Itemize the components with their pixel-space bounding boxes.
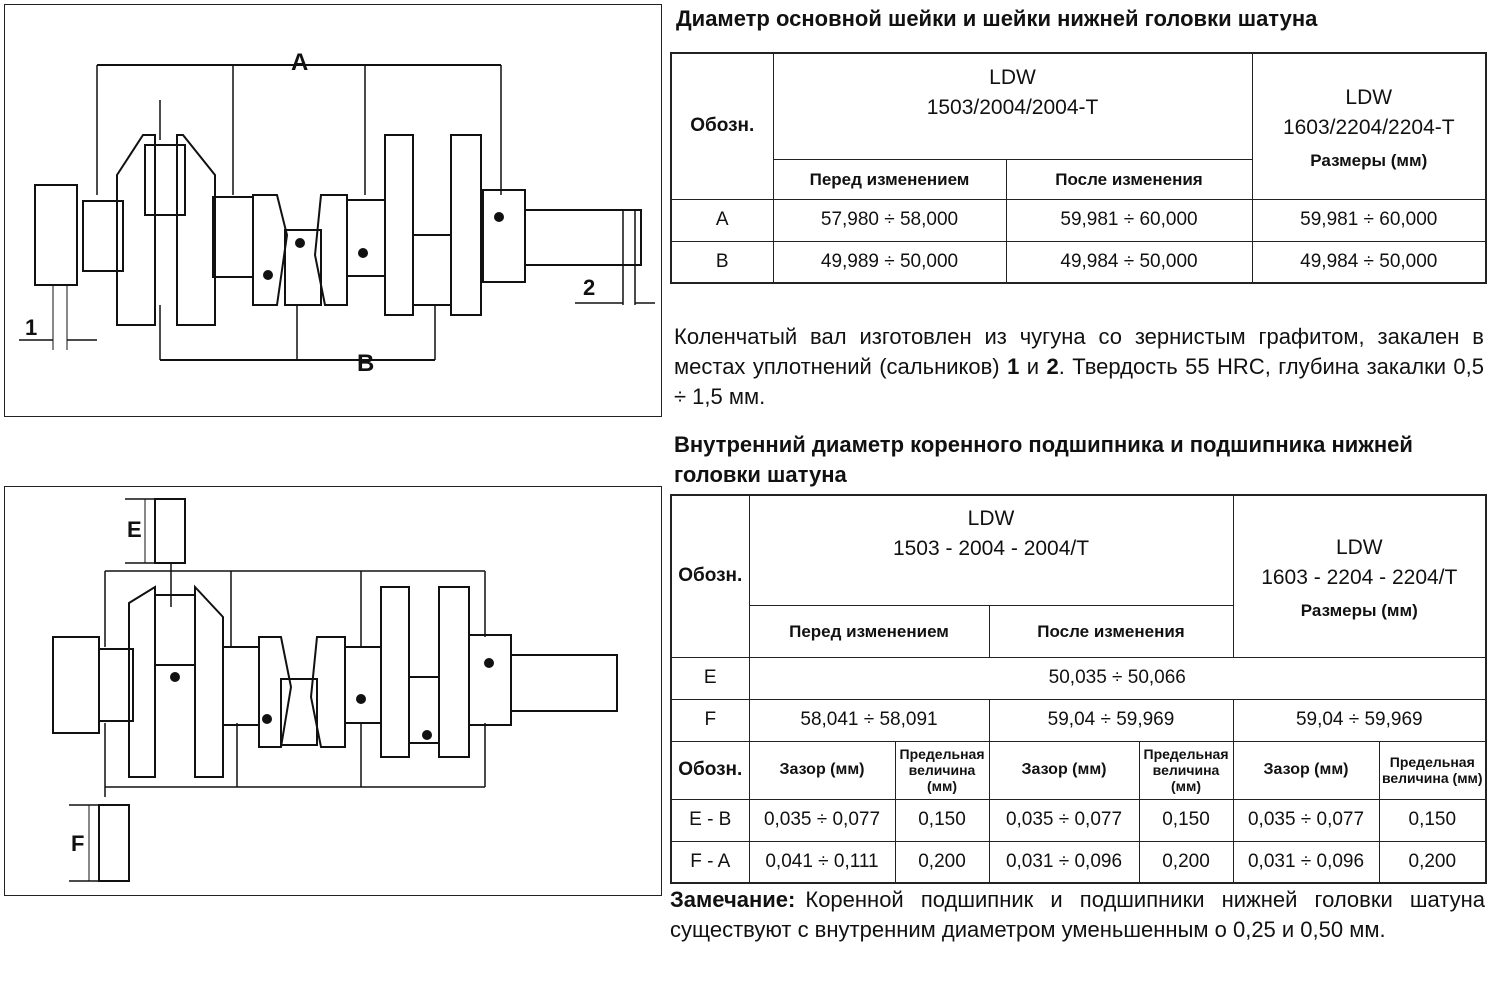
cell-limit: 0,200 — [894, 840, 990, 884]
header-code: Обозн. — [670, 494, 750, 658]
row-code: B — [670, 240, 774, 284]
header-group2-line2: 1603 - 2204 - 2204/T — [1261, 565, 1458, 589]
header-after: После изменения — [1005, 158, 1253, 200]
crankshaft-description: Коленчатый вал изготовлен из чугуна со з… — [674, 322, 1484, 412]
clearance-header-limit: Предельная величина (мм) — [1378, 740, 1487, 800]
cell-gap: 0,035 ÷ 0,077 — [748, 798, 896, 842]
cell-gap: 0,041 ÷ 0,111 — [748, 840, 896, 884]
row-code: E — [670, 656, 750, 700]
header-sizes: Размеры (мм) — [1310, 150, 1428, 170]
header-group1-line1: LDW — [989, 66, 1036, 90]
cell-limit: 0,150 — [1378, 798, 1487, 842]
row-code: A — [670, 198, 774, 242]
header-group1-line2: 1503/2004/2004-T — [926, 96, 1099, 120]
crankshaft-drawing — [19, 64, 655, 361]
cell-value: 50,035 ÷ 50,066 — [748, 656, 1487, 700]
cell-after: 49,984 ÷ 50,000 — [1005, 240, 1253, 284]
dimension-label-a: A — [291, 49, 309, 76]
header-before: Перед изменением — [748, 604, 990, 658]
crankshaft-bearing-drawing — [52, 498, 618, 882]
header-before: Перед изменением — [772, 158, 1007, 200]
cell-gap: 0,035 ÷ 0,077 — [988, 798, 1140, 842]
row-code: F — [670, 698, 750, 742]
table-row: A 57,980 ÷ 58,000 59,981 ÷ 60,000 59,981… — [670, 198, 1487, 242]
header-group1-line2: 1503 - 2004 - 2004/T — [892, 537, 1090, 561]
section1-heading: Диаметр основной шейки и шейки нижней го… — [676, 6, 1318, 31]
header-group2-line1: LDW — [1335, 535, 1383, 559]
header-group1: LDW 1503 - 2004 - 2004/T — [748, 494, 1234, 606]
header-group2: LDW 1603/2204/2204-T Размеры (мм) — [1251, 52, 1487, 200]
header-group2-line1: LDW — [1345, 85, 1393, 109]
cell-limit: 0,200 — [1378, 840, 1487, 884]
header-after: После изменения — [988, 604, 1234, 658]
paragraph-text-2: . Твердость 55 HRC, глубина закалки 0,5 … — [674, 354, 1484, 409]
paragraph-ref-2: 2 — [1046, 354, 1059, 379]
cell-sizes: 49,984 ÷ 50,000 — [1251, 240, 1487, 284]
cell-limit: 0,200 — [1138, 840, 1234, 884]
row-code: F - A — [670, 840, 750, 884]
header-group2: LDW 1603 - 2204 - 2204/T Размеры (мм) — [1232, 494, 1487, 658]
journal-diameter-table: Обозн. LDW 1503/2004/2004-T LDW 1603/220… — [670, 52, 1488, 284]
paragraph-ref-1: 1 — [1007, 354, 1020, 379]
dimension-label-b: B — [357, 350, 375, 377]
header-group1: LDW 1503/2004/2004-T — [772, 52, 1253, 160]
header-sizes: Размеры (мм) — [1300, 600, 1418, 620]
note-label: Замечание: — [670, 887, 796, 912]
cell-before: 58,041 ÷ 58,091 — [748, 698, 990, 742]
clearance-header-limit: Предельная величина (мм) — [894, 740, 990, 800]
cell-after: 59,981 ÷ 60,000 — [1005, 198, 1253, 242]
cell-after: 59,04 ÷ 59,969 — [988, 698, 1234, 742]
cell-limit: 0,150 — [894, 798, 990, 842]
table-row: E 50,035 ÷ 50,066 — [670, 656, 1487, 700]
table-row: B 49,989 ÷ 50,000 49,984 ÷ 50,000 49,984… — [670, 240, 1487, 284]
clearance-header-gap: Зазор (мм) — [1232, 740, 1380, 800]
bearing-label-f: F — [71, 831, 85, 856]
section2-heading: Внутренний диаметр коренного подшипника … — [674, 432, 1413, 487]
crankshaft-diagram-e-f: E F — [4, 486, 662, 896]
cell-sizes: 59,04 ÷ 59,969 — [1232, 698, 1487, 742]
callout-label-2: 2 — [583, 275, 596, 300]
table-row: F 58,041 ÷ 58,091 59,04 ÷ 59,969 59,04 ÷… — [670, 698, 1487, 742]
note: Замечание:Коренной подшипник и подшипник… — [670, 885, 1485, 945]
cell-before: 49,989 ÷ 50,000 — [772, 240, 1007, 284]
cell-gap: 0,031 ÷ 0,096 — [988, 840, 1140, 884]
clearance-header-gap: Зазор (мм) — [748, 740, 896, 800]
bearing-diameter-table: Обозн. LDW 1503 - 2004 - 2004/T LDW 1603… — [670, 494, 1488, 884]
header-group1-line1: LDW — [967, 507, 1015, 531]
clearance-header-gap: Зазор (мм) — [988, 740, 1140, 800]
callout-label-1: 1 — [25, 315, 38, 340]
table-row: E - B 0,035 ÷ 0,077 0,150 0,035 ÷ 0,077 … — [670, 798, 1487, 842]
header-group2-line2: 1603/2204/2204-T — [1282, 115, 1455, 139]
crankshaft-diagram-a-b: A B 1 2 — [4, 4, 662, 417]
cell-sizes: 59,981 ÷ 60,000 — [1251, 198, 1487, 242]
cell-limit: 0,150 — [1138, 798, 1234, 842]
cell-before: 57,980 ÷ 58,000 — [772, 198, 1007, 242]
clearance-header-code: Обозн. — [670, 740, 750, 800]
cell-gap: 0,035 ÷ 0,077 — [1232, 798, 1380, 842]
header-code: Обозн. — [670, 52, 774, 200]
table-row: F - A 0,041 ÷ 0,111 0,200 0,031 ÷ 0,096 … — [670, 840, 1487, 884]
paragraph-and: и — [1019, 354, 1047, 379]
row-code: E - B — [670, 798, 750, 842]
paragraph-text-1: Коленчатый вал изготовлен из чугуна со з… — [674, 324, 1484, 379]
clearance-header-limit: Предельная величина (мм) — [1138, 740, 1234, 800]
bearing-label-e: E — [127, 517, 142, 542]
cell-gap: 0,031 ÷ 0,096 — [1232, 840, 1380, 884]
note-text: Коренной подшипник и подшипники нижней г… — [670, 887, 1485, 942]
